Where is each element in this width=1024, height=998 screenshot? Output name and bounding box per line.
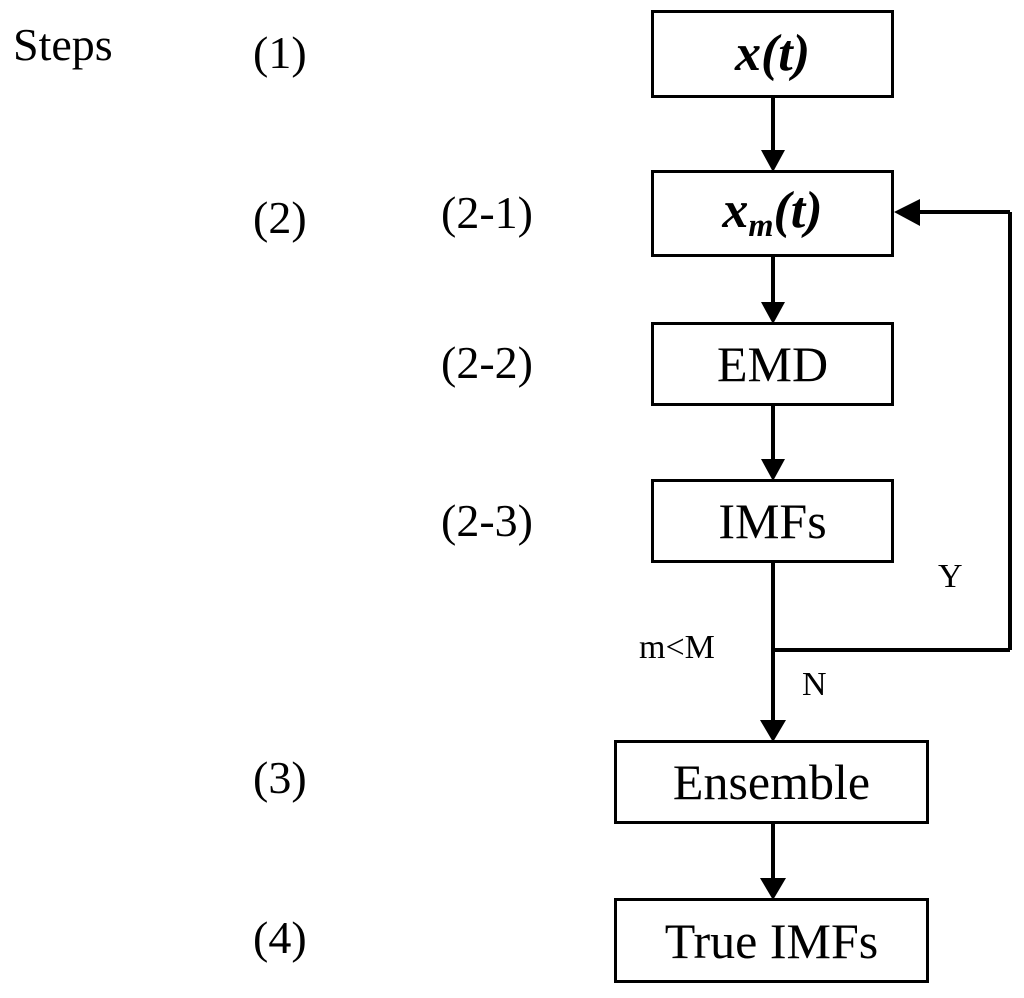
arrowhead-ensemble-to-true-imfs	[760, 878, 786, 900]
box-x-of-t[interactable]: x(t)	[651, 10, 894, 98]
arrowhead-xmt-to-emd	[761, 302, 785, 324]
arrowhead-imfs-to-ensemble	[760, 720, 786, 742]
step-number-4: (4)	[253, 912, 307, 963]
box-imfs-label: IMFs	[718, 493, 827, 549]
box-x-of-t-label: x(t)	[734, 25, 811, 82]
box-xm-tail: (t)	[773, 182, 823, 240]
box-ensemble[interactable]: Ensemble	[614, 740, 929, 824]
arrowhead-emd-to-imfs	[761, 459, 785, 481]
edge-label-no: N	[802, 666, 827, 703]
box-true-imfs[interactable]: True IMFs	[614, 898, 929, 983]
step-number-1: (1)	[253, 27, 307, 78]
substep-number-2-3: (2-3)	[441, 495, 533, 546]
box-xm-of-t[interactable]: xm(t)	[651, 170, 894, 257]
edge-label-yes: Y	[938, 558, 963, 595]
step-number-3: (3)	[253, 752, 307, 803]
box-emd-label: EMD	[716, 336, 829, 392]
arrowhead-xt-to-xmt	[761, 150, 785, 172]
box-emd[interactable]: EMD	[651, 322, 894, 406]
box-xm-base: x	[722, 182, 749, 240]
box-ensemble-label: Ensemble	[672, 754, 871, 810]
box-xm-subscript: m	[748, 207, 774, 244]
substep-number-2-2: (2-2)	[441, 337, 533, 388]
box-true-imfs-label: True IMFs	[664, 912, 879, 969]
substep-number-2-1: (2-1)	[441, 187, 533, 238]
step-number-2: (2)	[253, 192, 307, 243]
arrowhead-loop-to-xmt	[894, 199, 920, 226]
edge-label-condition: m<M	[639, 629, 715, 666]
steps-title: Steps	[13, 19, 113, 70]
box-xm-of-t-label: xm(t)	[722, 182, 823, 244]
box-imfs[interactable]: IMFs	[651, 479, 894, 563]
